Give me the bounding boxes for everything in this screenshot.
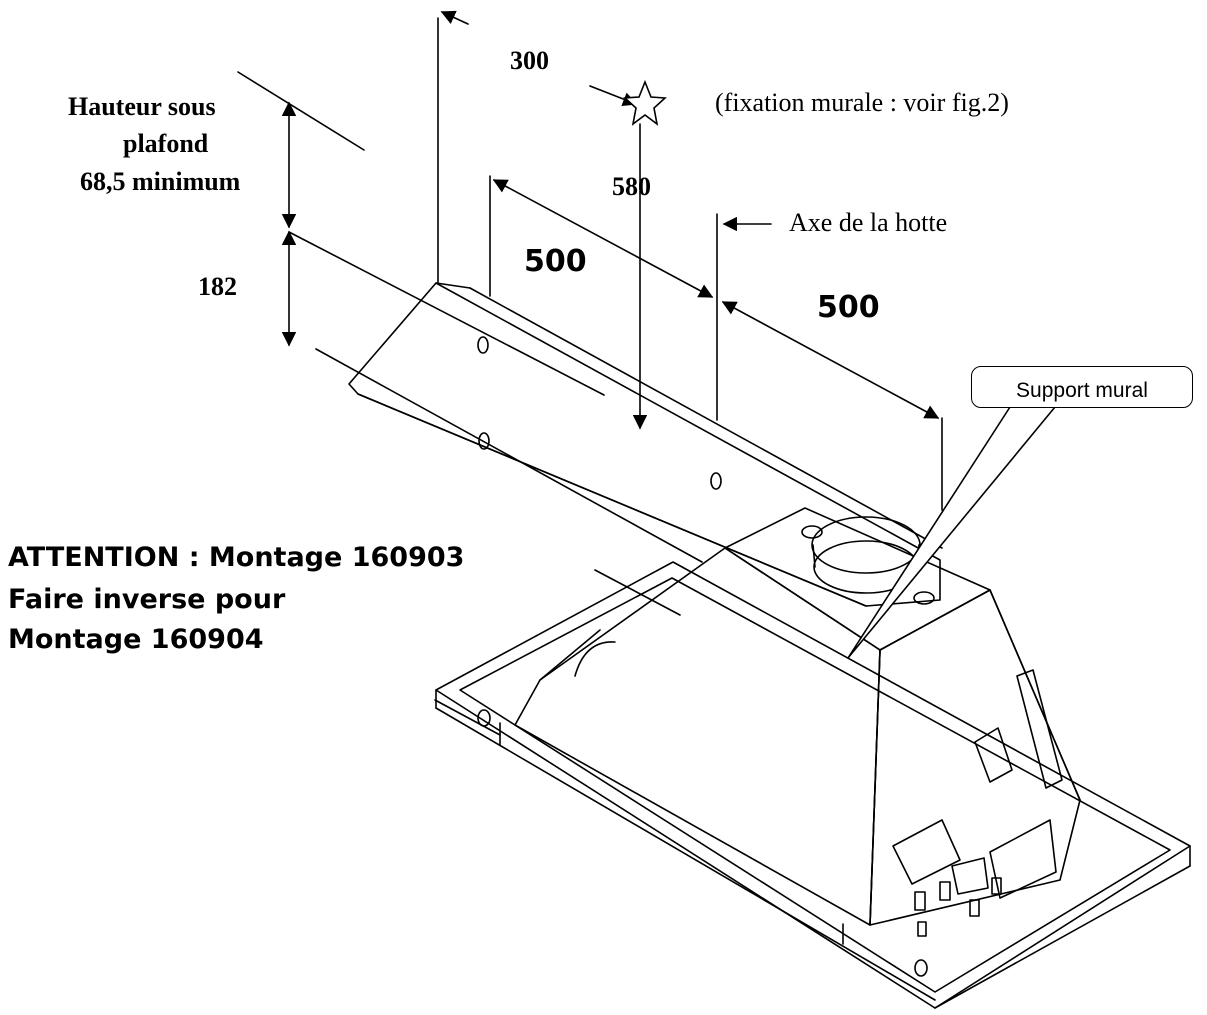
- hood-frame: [434, 561, 1191, 1009]
- electrical-components: [892, 669, 1063, 937]
- extension-line-bottom: [315, 348, 703, 563]
- extension-line-ceiling: [237, 71, 365, 151]
- dimension-500-left-label: 500: [524, 244, 587, 279]
- dimension-500-right-label: 500: [817, 290, 880, 325]
- callout-pointer: [847, 406, 1056, 659]
- wall-support-callout: Support mural: [971, 366, 1193, 408]
- ceiling-height-label-line2: plafond: [123, 129, 209, 158]
- wall-support-label: Support mural: [1016, 379, 1148, 402]
- dimension-300: [440, 10, 469, 25]
- dimension-580-label: 580: [612, 172, 651, 201]
- hood-axis-label: Axe de la hotte: [789, 208, 948, 237]
- dimension-300-label: 300: [510, 46, 549, 75]
- warning-line2: Faire inverse pour: [8, 584, 286, 615]
- ceiling-height-label-line3: 68,5 minimum: [80, 167, 241, 196]
- ceiling-height-label-line1: Hauteur sous: [68, 92, 216, 121]
- dimension-500-right: [721, 301, 940, 419]
- wall-fixing-note: (fixation murale : voir fig.2): [715, 88, 1009, 117]
- star-outline-icon: [623, 79, 667, 126]
- hood-body: [514, 507, 1081, 926]
- warning-line1: ATTENTION : Montage 160903: [8, 542, 465, 573]
- dimension-500-left: [492, 179, 714, 298]
- dimension-182-label: 182: [198, 272, 237, 301]
- wall-rail: [348, 282, 943, 607]
- extension-line-top: [288, 231, 605, 396]
- warning-line3: Montage 160904: [8, 624, 264, 655]
